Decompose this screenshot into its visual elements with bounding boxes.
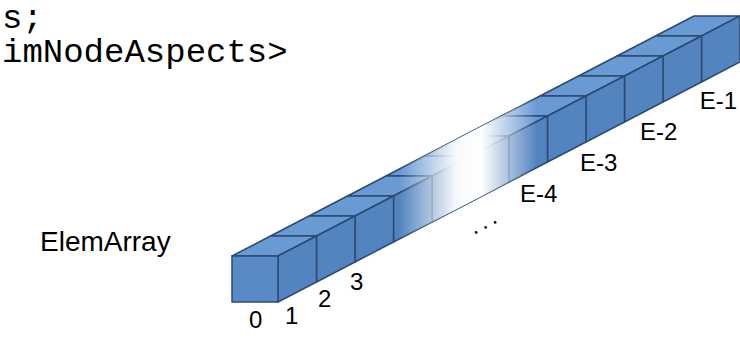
index-label: 2 [318, 285, 331, 313]
code-line: s; [2, 0, 43, 39]
index-label: E-1 [700, 87, 737, 115]
index-label: 3 [350, 268, 363, 296]
ellipsis: ... [464, 201, 505, 240]
code-line: imNodeAspects> [2, 34, 288, 73]
cube-row [232, 16, 740, 302]
index-label: E-2 [640, 118, 677, 146]
index-label: E-4 [520, 180, 557, 208]
index-label: E-3 [580, 149, 617, 177]
index-label: 0 [249, 306, 262, 334]
fade-overlay [232, 16, 740, 302]
index-label: 1 [285, 302, 298, 330]
array-name: ElemArray [40, 226, 171, 258]
